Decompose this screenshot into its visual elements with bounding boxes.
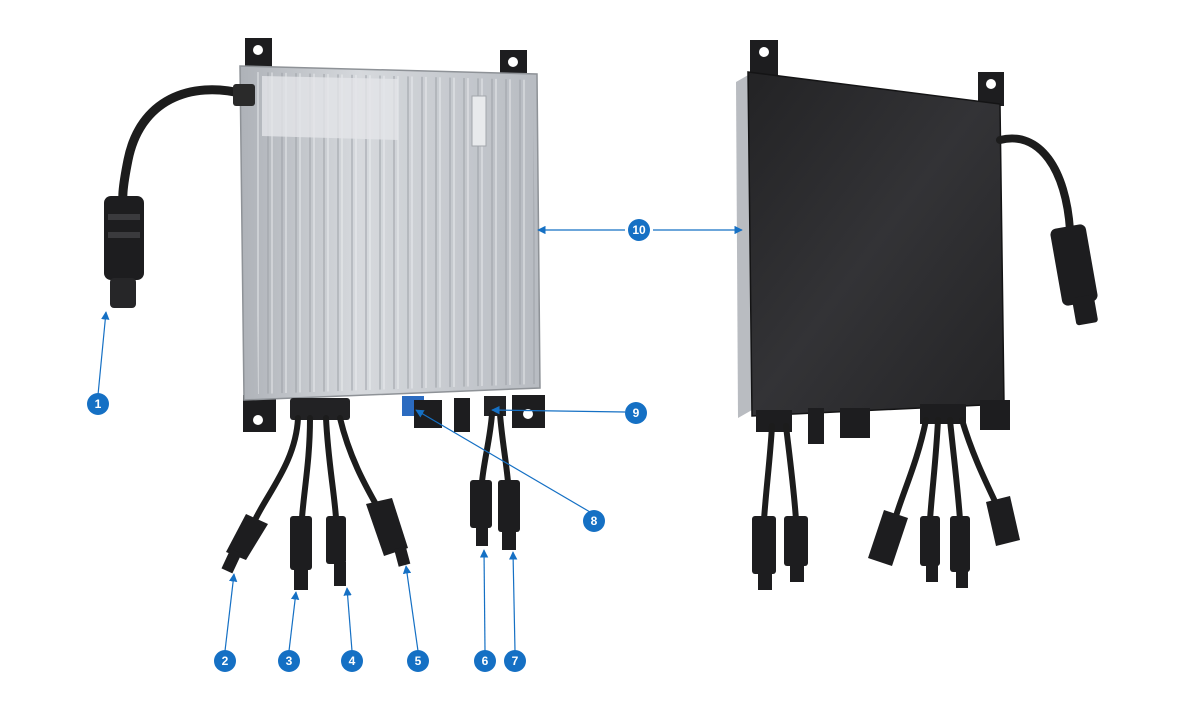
leader-3 xyxy=(288,591,300,652)
ac-connector xyxy=(104,196,144,308)
callout-number: 6 xyxy=(482,654,489,668)
mounting-tab-bottom-left xyxy=(243,395,276,432)
callout-number: 9 xyxy=(633,406,640,420)
callout-badge-9: 9 xyxy=(625,402,647,424)
callout-circle xyxy=(214,650,236,672)
callout-circle xyxy=(341,650,363,672)
leader-6 xyxy=(479,549,489,652)
callout-badges: 1 2 3 4 5 6 7 8 9 10 xyxy=(87,219,650,672)
callout-number: 3 xyxy=(286,654,293,668)
callout-number: 8 xyxy=(591,514,598,528)
leader-7 xyxy=(508,551,518,652)
callout-circle xyxy=(278,650,300,672)
callout-badge-10: 10 xyxy=(628,219,650,241)
front-view-inverter xyxy=(104,38,545,590)
ac-cable xyxy=(118,85,249,211)
callout-badge-3: 3 xyxy=(278,650,300,672)
callout-number: 2 xyxy=(222,654,229,668)
rear-view-inverter xyxy=(736,40,1098,590)
front-label-area xyxy=(262,76,398,140)
rear-ac-cable xyxy=(996,134,1074,234)
callout-badge-4: 4 xyxy=(341,650,363,672)
callout-circle xyxy=(87,393,109,415)
callout-number: 10 xyxy=(632,223,646,237)
mounting-tab-top-left xyxy=(245,38,272,72)
leader-8 xyxy=(415,409,591,513)
callout-number: 1 xyxy=(95,397,102,411)
rear-ac-connector xyxy=(1050,224,1098,326)
vent-port xyxy=(454,398,470,432)
callout-circle xyxy=(474,650,496,672)
dc-connectors-rear xyxy=(752,496,1020,590)
callout-leaders xyxy=(97,225,743,652)
leader-1 xyxy=(97,311,110,396)
front-indicator xyxy=(471,95,487,147)
dc-connectors-front xyxy=(221,480,520,590)
leader-5 xyxy=(402,565,419,652)
rear-side-edge xyxy=(736,74,752,418)
callout-number: 5 xyxy=(415,654,422,668)
callout-badge-2: 2 xyxy=(214,650,236,672)
leader-4 xyxy=(343,587,353,652)
callout-number: 7 xyxy=(512,654,519,668)
callout-number: 4 xyxy=(349,654,356,668)
leader-9 xyxy=(491,405,626,415)
leader-2 xyxy=(224,573,238,652)
callout-badge-7: 7 xyxy=(504,650,526,672)
callout-circle xyxy=(583,510,605,532)
callout-circle xyxy=(625,402,647,424)
rear-housing xyxy=(747,71,1005,417)
callout-badge-5: 5 xyxy=(407,650,429,672)
callout-circle xyxy=(628,219,650,241)
callout-badge-6: 6 xyxy=(474,650,496,672)
callout-badge-8: 8 xyxy=(583,510,605,532)
callout-circle xyxy=(504,650,526,672)
callout-badge-1: 1 xyxy=(87,393,109,415)
callout-circle xyxy=(407,650,429,672)
rear-mounting-tab-top-left xyxy=(750,40,778,78)
